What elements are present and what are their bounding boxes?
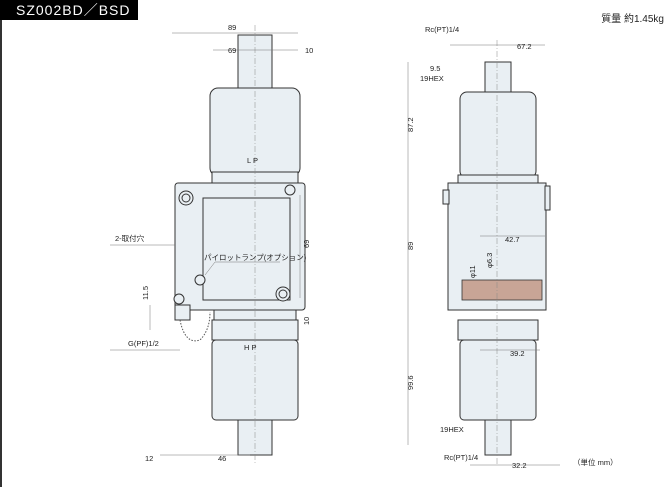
front-view bbox=[110, 25, 306, 465]
dim-10-top: 10 bbox=[305, 46, 313, 55]
dim-11-5: 11.5 bbox=[141, 286, 150, 300]
label-mount-holes: 2-取付穴 bbox=[115, 233, 145, 243]
dim-phi6-3: φ6.3 bbox=[485, 253, 494, 268]
unit-label: （単位 mm） bbox=[573, 457, 618, 467]
port-top-label: Rc(PT)1/4 bbox=[425, 25, 459, 34]
label-lp: L P bbox=[247, 156, 258, 165]
side-view bbox=[407, 40, 560, 466]
dim-87-2: 87.2 bbox=[406, 117, 415, 132]
dim-67-2: 67.2 bbox=[517, 42, 532, 51]
label-pilot-lamp: パイロットランプ(オプション) bbox=[204, 253, 307, 262]
dim-69-vertical: 69 bbox=[302, 240, 311, 248]
dim-10-gap: 10 bbox=[302, 317, 311, 325]
hex-top-label: 19HEX bbox=[420, 74, 444, 83]
chain-icon bbox=[179, 311, 211, 342]
dim-phi11: φ11 bbox=[468, 265, 477, 278]
label-port-g: G(PF)1/2 bbox=[128, 339, 159, 348]
dim-9-5: 9.5 bbox=[430, 64, 440, 73]
dim-89: 89 bbox=[228, 23, 236, 32]
hex-bottom-label: 19HEX bbox=[440, 425, 464, 434]
dim-32-2: 32.2 bbox=[512, 461, 527, 470]
dim-89-side: 89 bbox=[406, 242, 415, 250]
frame-line bbox=[0, 20, 2, 487]
weight-label: 質量 約1.45kg bbox=[601, 14, 664, 25]
pilot-lamp-icon bbox=[194, 274, 206, 286]
section-hatch bbox=[461, 279, 543, 301]
dim-42-7: 42.7 bbox=[505, 235, 520, 244]
dim-99-6: 99.6 bbox=[406, 375, 415, 390]
dim-69: 69 bbox=[228, 46, 236, 55]
dim-39-2: 39.2 bbox=[510, 349, 525, 358]
port-bottom-label: Rc(PT)1/4 bbox=[444, 453, 478, 462]
dim-46: 46 bbox=[218, 454, 226, 463]
model-title: SZ002BD／BSD bbox=[0, 0, 138, 20]
label-hp: H P bbox=[244, 343, 257, 352]
dim-12: 12 bbox=[145, 454, 153, 463]
